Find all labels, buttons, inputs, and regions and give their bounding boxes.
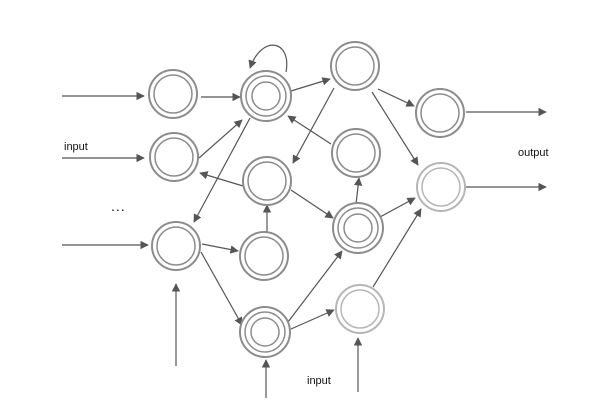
node-right-top	[330, 41, 380, 91]
edge-r3-to-r2	[353, 177, 363, 205]
edge-l2-to-c1	[198, 119, 243, 159]
node-center-lower	[239, 231, 289, 281]
node-left-top	[148, 69, 198, 119]
node-output-top	[415, 88, 465, 138]
edge-r1-to-o1	[377, 88, 415, 107]
edge-r4-to-o2	[372, 208, 422, 288]
node-output-bottom	[416, 162, 466, 212]
node-center-upper	[242, 156, 292, 206]
edge-c4-to-r3	[287, 250, 343, 323]
node-right-lower	[332, 202, 384, 254]
edge-c2-to-l2	[199, 171, 244, 187]
node-center-bottom	[239, 306, 291, 358]
edge-r1-to-o2	[371, 91, 419, 166]
node-center-top	[240, 70, 292, 122]
input-label-bottom: input	[307, 375, 331, 387]
node-left-bottom	[151, 221, 201, 271]
edge-r2-to-c1	[287, 115, 332, 145]
edge-c1-to-l3	[193, 117, 251, 223]
node-right-upper	[331, 128, 381, 178]
edge-r3-to-o2	[379, 197, 416, 218]
nodes	[148, 41, 466, 358]
node-left-middle	[149, 132, 199, 182]
labels: input input output ...	[64, 141, 549, 387]
edge-l3-to-c3	[201, 243, 239, 254]
edges	[62, 44, 547, 398]
edge-c2-to-r3	[290, 189, 334, 219]
node-right-bottom	[335, 284, 385, 334]
edge-l3-to-c4	[200, 251, 243, 326]
ellipsis-label: ...	[111, 198, 126, 214]
edge-self-loop-c1	[248, 44, 288, 73]
edge-c1-to-r1	[290, 77, 331, 92]
edge-c4-to-r4	[290, 309, 335, 330]
edge-r1-to-c2	[292, 87, 335, 164]
input-label-left: input	[64, 141, 88, 153]
output-label: output	[518, 147, 549, 159]
